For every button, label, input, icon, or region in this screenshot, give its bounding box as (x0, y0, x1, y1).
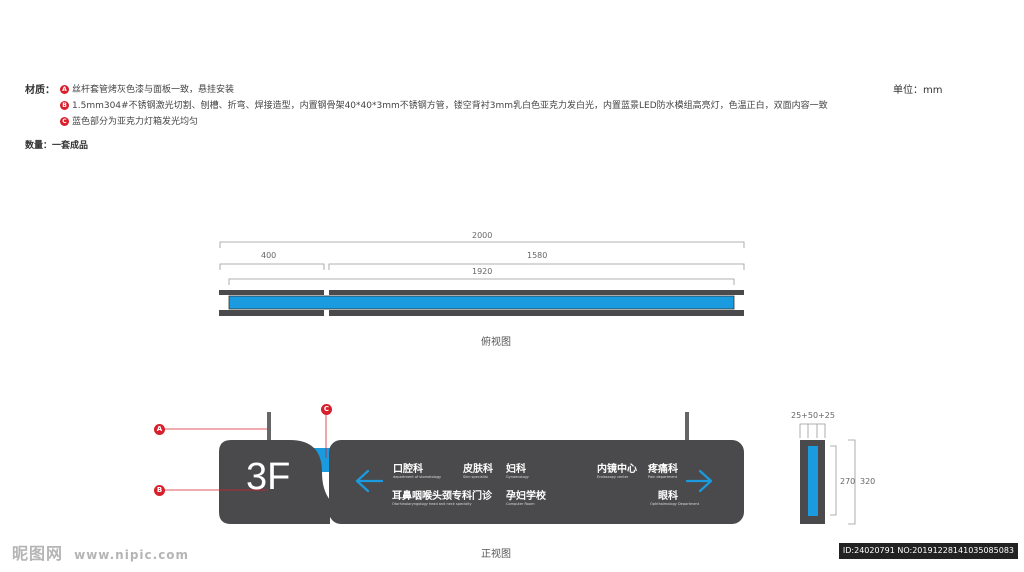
department-name-en: Gynaecology (506, 475, 529, 479)
arrow-left-icon (355, 469, 384, 493)
materials-heading: 材质： (25, 85, 55, 96)
top-bar-left-lower (219, 310, 324, 316)
side-dim-270-label: 270 (840, 477, 856, 486)
top-bar-right-lower (329, 310, 744, 316)
department-skin: 皮肤科 Skin specialist (463, 460, 493, 479)
callout-b: B (154, 485, 165, 496)
dim-line-inner (228, 278, 735, 285)
department-name: 内镜中心 (597, 464, 637, 475)
callout-marker-a: A (60, 85, 69, 94)
department-name-en: Computer Room (506, 502, 535, 506)
department-gynaecology: 妇科 Gynaecology (506, 460, 529, 479)
side-dim-270 (830, 445, 837, 516)
side-dim-top (799, 423, 826, 438)
top-view-label: 俯视图 (481, 337, 511, 348)
department-name-en: Ophthalmology Department (650, 502, 700, 506)
department-name: 眼科 (658, 491, 678, 502)
material-text-b: 1.5mm304#不锈钢激光切割、刨槽、折弯、焊接造型，内置钢骨架40*40*3… (72, 101, 828, 111)
department-name: 孕妇学校 (506, 491, 546, 502)
department-name: 耳鼻咽喉头颈专科门诊 (392, 491, 492, 502)
dim-left-label: 400 (261, 251, 277, 260)
top-bar-right-upper (329, 290, 744, 295)
directory-panel (329, 440, 744, 524)
callout-marker-c: C (60, 117, 69, 126)
unit-label: 单位：mm (893, 85, 943, 96)
material-text-a: 丝杆套管烤灰色漆与面板一致，悬挂安装 (72, 85, 235, 95)
watermark-logo: 昵图网 (12, 544, 64, 563)
watermark-url: www.nipic.com (74, 548, 190, 562)
top-lightbox (228, 295, 735, 310)
arrow-right-icon (685, 469, 713, 493)
watermark: 昵图网 www.nipic.com (12, 540, 189, 564)
material-text-c: 蓝色部分为亚克力灯箱发光均匀 (72, 117, 199, 127)
department-name: 皮肤科 (463, 464, 493, 475)
quantity-label: 数量：一套成品 (25, 141, 89, 151)
top-bar-left-upper (219, 290, 324, 295)
department-name-en: Skin specialist (463, 475, 488, 479)
department-ophthalmology: 眼科 Ophthalmology Department (650, 487, 699, 506)
callout-marker-b: B (60, 101, 69, 110)
department-stomatology: 口腔科 department of stomatology (393, 460, 441, 479)
department-maternity-school: 孕妇学校 Computer Room (506, 487, 546, 506)
hanging-rod-right (685, 412, 689, 440)
floor-panel (219, 440, 330, 524)
department-ent: 耳鼻咽喉头颈专科门诊 Otorhinolaryngology head and … (392, 487, 492, 506)
top-view-plan (219, 290, 744, 316)
front-view-label: 正视图 (481, 549, 511, 560)
side-dim-320-label: 320 (860, 477, 876, 486)
dim-total-label: 2000 (472, 231, 493, 240)
department-name-en: department of stomatology (393, 475, 442, 479)
callout-c: C (321, 404, 332, 415)
dim-inner-label: 1920 (472, 267, 493, 276)
department-name-en: Endoscopy center (597, 475, 629, 479)
hanging-rod-left (267, 412, 271, 440)
department-name: 口腔科 (393, 464, 423, 475)
image-id-bar: ID:24020791 NO:20191228141035085083 (838, 543, 1018, 559)
side-view (799, 423, 856, 525)
dim-right-label: 1580 (527, 251, 548, 260)
floor-number: 3F (246, 456, 291, 498)
dim-line-left (219, 263, 325, 270)
front-view (164, 412, 744, 524)
dim-line-right (328, 263, 745, 270)
department-endoscopy: 内镜中心 Endoscopy center (597, 460, 637, 479)
dim-line-total (219, 241, 745, 248)
callout-a: A (154, 424, 165, 435)
department-pain: 疼痛科 Pain department (648, 460, 678, 479)
side-lightbox (808, 446, 818, 516)
department-name-en: Otorhinolaryngology head and neck specia… (392, 502, 472, 506)
department-name-en: Pain department (648, 475, 678, 479)
side-dim-320 (848, 439, 856, 525)
top-view-dimensions (219, 241, 745, 285)
department-name: 妇科 (506, 464, 526, 475)
side-dim-top-label: 25+50+25 (791, 411, 835, 420)
department-name: 疼痛科 (648, 464, 678, 475)
